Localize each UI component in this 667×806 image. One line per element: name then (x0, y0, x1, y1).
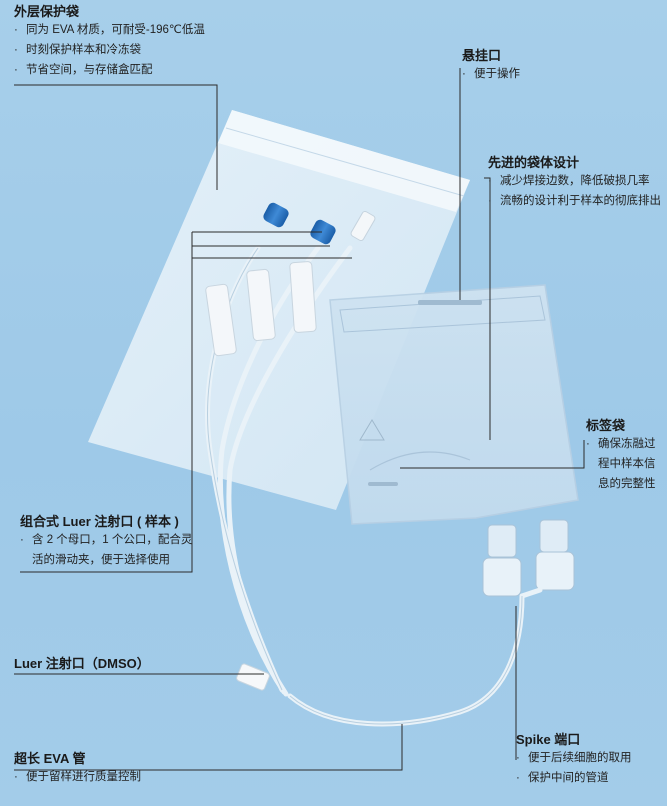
label-bag-title: 标签袋 (586, 418, 626, 433)
hang-port-title: 悬挂口 (462, 48, 502, 63)
long-tube-title: 超长 EVA 管 (14, 751, 86, 766)
blue-cap-icon (310, 219, 336, 245)
callout-hang-port: 悬挂口 ·便于操作 (462, 48, 520, 84)
callout-outer-bag: 外层保护袋 ·同为 EVA 材质，可耐受-196℃低温 ·时刻保护样本和冷冻袋 … (14, 4, 205, 80)
spike-ports (482, 519, 575, 597)
callout-bag-design: 先进的袋体设计 ·减少焊接边数，降低破损几率 ·流畅的设计利于样本的彻底排出 (488, 155, 661, 211)
callout-luer-dmso: Luer 注射口（DMSO） (14, 656, 150, 672)
dmso-luer-connector (236, 663, 270, 691)
spike-port-title: Spike 端口 (516, 732, 581, 747)
outer-bag-title: 外层保护袋 (14, 4, 80, 19)
outer-bag-item: ·时刻保护样本和冷冻袋 (14, 44, 141, 56)
callout-label-bag: 标签袋 ·确保冻融过 程中样本信 息的完整性 (586, 418, 656, 494)
warning-triangle-icon (359, 419, 385, 441)
luer-combo-item: ·含 2 个母口，1 个公口，配合灵 (20, 534, 193, 546)
bag-design-item: ·流畅的设计利于样本的彻底排出 (488, 195, 661, 207)
callout-luer-combo: 组合式 Luer 注射口 ( 样本 ) ·含 2 个母口，1 个公口，配合灵 活… (20, 514, 192, 570)
luer-combo-item: 活的滑动夹，便于选择使用 (32, 554, 170, 566)
bag-design-title: 先进的袋体设计 (488, 155, 580, 170)
luer-combo-title: 组合式 Luer 注射口 ( 样本 ) (20, 514, 179, 529)
luer-dmso-title: Luer 注射口（DMSO） (14, 656, 150, 671)
blue-cap-icon (263, 202, 289, 228)
label-bag-item: ·确保冻融过 (586, 438, 656, 450)
label-bag-item: 程中样本信 (598, 458, 656, 470)
inner-freezing-bag (329, 284, 579, 525)
callout-long-tube: 超长 EVA 管 ·便于留样进行质量控制 (14, 751, 141, 787)
label-bag-item: 息的完整性 (598, 478, 656, 490)
spike-port-item: ·便于后续细胞的取用 (516, 752, 632, 764)
luer-connectors (205, 202, 376, 357)
long-tube-item: ·便于留样进行质量控制 (14, 771, 141, 783)
callout-spike-port: Spike 端口 ·便于后续细胞的取用 ·保护中间的管道 (516, 732, 632, 788)
spike-port-item: ·保护中间的管道 (516, 772, 609, 784)
bag-design-item: ·减少焊接边数，降低破损几率 (488, 175, 650, 187)
outer-bag-item: ·同为 EVA 材质，可耐受-196℃低温 (14, 24, 205, 36)
hang-slot-icon (418, 300, 482, 305)
hang-port-item: ·便于操作 (462, 68, 520, 80)
callout-lines (14, 68, 585, 771)
outer-bag-item: ·节省空间，与存储盒匹配 (14, 64, 153, 76)
